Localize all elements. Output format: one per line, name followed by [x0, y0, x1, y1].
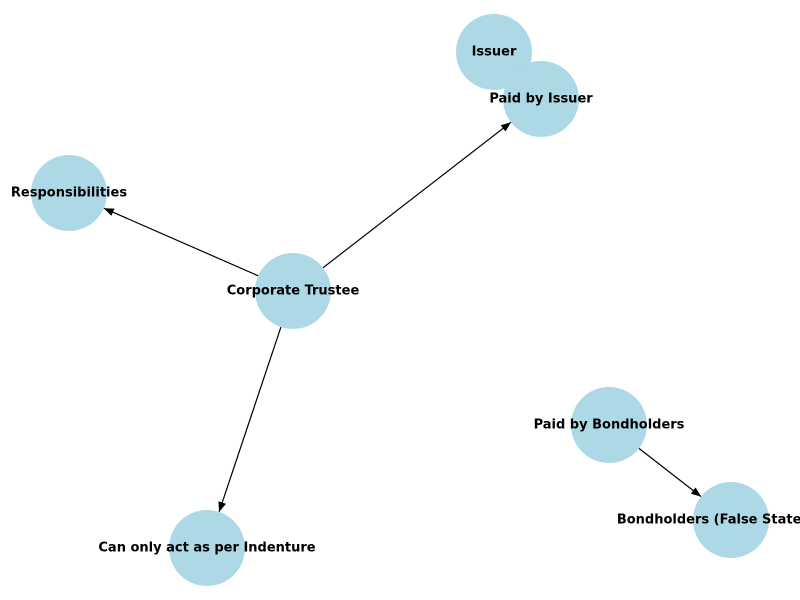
node-corporate-trustee [255, 253, 331, 329]
edge-paid-by-bondholders-to-bondholders-false [638, 447, 702, 498]
nodes-layer [31, 14, 769, 586]
node-label-corporate-trustee: Corporate Trustee [227, 284, 360, 299]
node-label-paid-by-issuer: Paid by Issuer [489, 92, 593, 107]
edge-corporate-trustee-to-can-only-act [218, 326, 282, 513]
edges-layer [103, 121, 702, 513]
node-label-can-only-act: Can only act as per Indenture [98, 541, 315, 556]
edge-corporate-trustee-to-responsibilities [103, 207, 259, 277]
node-label-paid-by-bondholders: Paid by Bondholders [534, 418, 685, 433]
node-responsibilities [31, 155, 107, 231]
node-bondholders-false [693, 482, 769, 558]
edge-corporate-trustee-to-paid-by-issuer [322, 121, 512, 269]
node-label-issuer: Issuer [472, 45, 517, 60]
node-label-responsibilities: Responsibilities [11, 186, 127, 201]
node-can-only-act [169, 510, 245, 586]
node-paid-by-bondholders [571, 387, 647, 463]
node-label-bondholders-false: Bondholders (False Statement) [617, 513, 800, 528]
node-paid-by-issuer [503, 61, 579, 137]
node-issuer [456, 14, 532, 90]
